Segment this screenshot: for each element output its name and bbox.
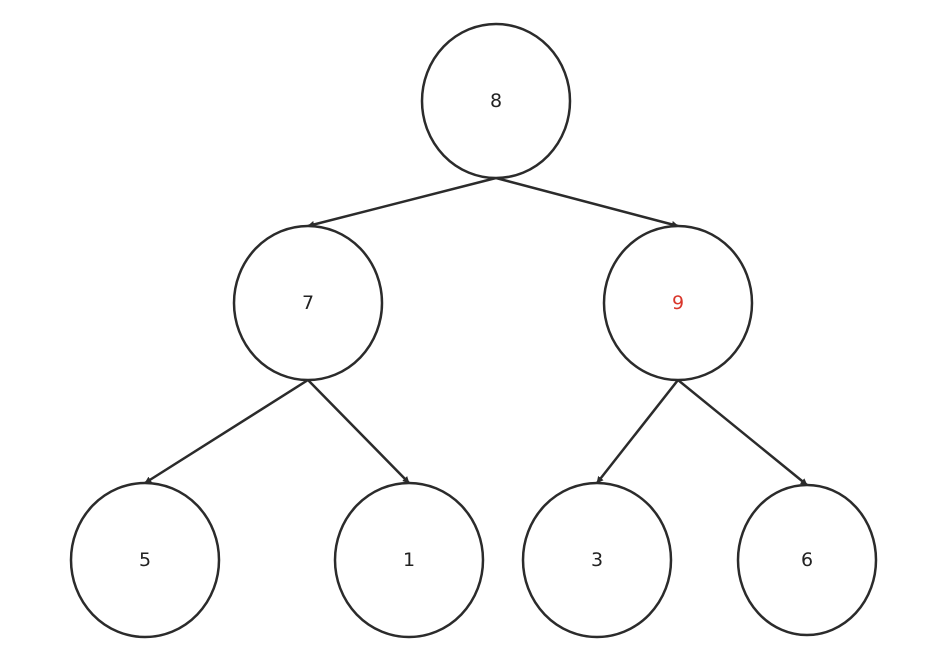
node-label: 7 [302, 292, 314, 314]
tree-node-8: 8 [420, 22, 572, 180]
edge-9-to-3 [596, 379, 679, 484]
node-circle [521, 481, 673, 639]
node-label: 9 [672, 292, 684, 314]
node-circle [333, 481, 485, 639]
edge-8-to-9 [495, 176, 679, 228]
node-circle [602, 224, 754, 382]
tree-node-6: 6 [736, 483, 878, 637]
edge-8-to-7 [307, 176, 497, 228]
node-label: 8 [490, 90, 502, 112]
nodes-layer: 8 7 9 5 1 3 6 [69, 22, 878, 639]
tree-node-3: 3 [521, 481, 673, 639]
edge-9-to-6 [677, 379, 808, 486]
tree-node-9: 9 [602, 224, 754, 382]
edge-7-to-1 [307, 379, 410, 484]
node-circle [420, 22, 572, 180]
tree-node-7: 7 [232, 224, 384, 382]
node-label: 3 [591, 549, 603, 571]
node-circle [69, 481, 221, 639]
node-circle [736, 483, 878, 637]
edge-7-to-5 [144, 378, 309, 485]
node-label: 6 [801, 549, 813, 571]
edges-layer [144, 176, 808, 486]
node-label: 1 [403, 549, 415, 571]
tree-node-1: 1 [333, 481, 485, 639]
node-circle [232, 224, 384, 382]
node-label: 5 [139, 549, 151, 571]
tree-node-5: 5 [69, 481, 221, 639]
